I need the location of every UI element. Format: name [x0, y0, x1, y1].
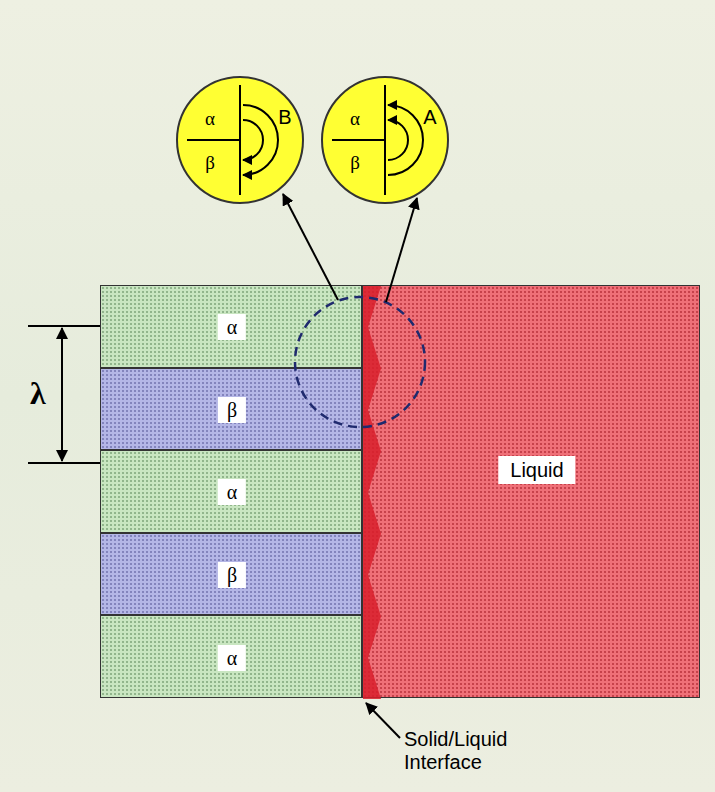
zoom-inset: [177, 77, 303, 203]
phase-label: α: [218, 479, 246, 505]
phase-boundary: [187, 139, 240, 141]
solid-liquid-line: [239, 85, 241, 195]
spacing-symbol: λ: [30, 375, 46, 411]
region-label: Liquid: [498, 456, 575, 484]
flux-letter: A: [423, 106, 436, 128]
phase-label: β: [350, 152, 360, 174]
phase-lamella: α: [100, 615, 362, 698]
zoom-circle-inset: αβ A: [320, 75, 450, 205]
phase-boundary: [332, 139, 385, 141]
diffusion-arrow: [388, 105, 423, 175]
circle-outline: [175, 75, 305, 205]
zoom-inset: [322, 77, 448, 203]
spacing-bracket: [28, 325, 100, 327]
phase-label: α: [218, 314, 246, 340]
diffusion-arrow: [388, 120, 408, 160]
spacing-arrow: [61, 328, 63, 461]
zoom-circle: [295, 297, 425, 427]
phase-lamella: α: [100, 450, 362, 533]
phase-lamella: β: [100, 368, 362, 451]
spacing-bracket: [28, 462, 100, 464]
zoom-circle-inset: αβ B: [175, 75, 305, 205]
phase-label: β: [218, 397, 246, 423]
interface-zone: [363, 286, 387, 699]
zoom-leader: [386, 198, 417, 302]
phase-label: α: [205, 108, 215, 130]
solid-liquid-line: [384, 85, 386, 195]
diffusion-arrow: [243, 120, 263, 160]
zoom-leader: [283, 194, 338, 300]
diffusion-arrow: [243, 105, 278, 175]
phase-label: α: [218, 645, 246, 671]
phase-lamella: α: [100, 285, 362, 368]
interface-band: [363, 286, 381, 699]
phase-label: β: [218, 562, 246, 588]
phase-label: α: [350, 108, 360, 130]
phase-label: β: [205, 152, 215, 174]
liquid-region: Liquid: [362, 285, 700, 698]
flux-letter: B: [278, 106, 291, 128]
phase-lamella: β: [100, 533, 362, 616]
interface-leader: [366, 703, 400, 738]
circle-outline: [320, 75, 450, 205]
interface-label: Solid/Liquid Interface: [404, 728, 534, 774]
